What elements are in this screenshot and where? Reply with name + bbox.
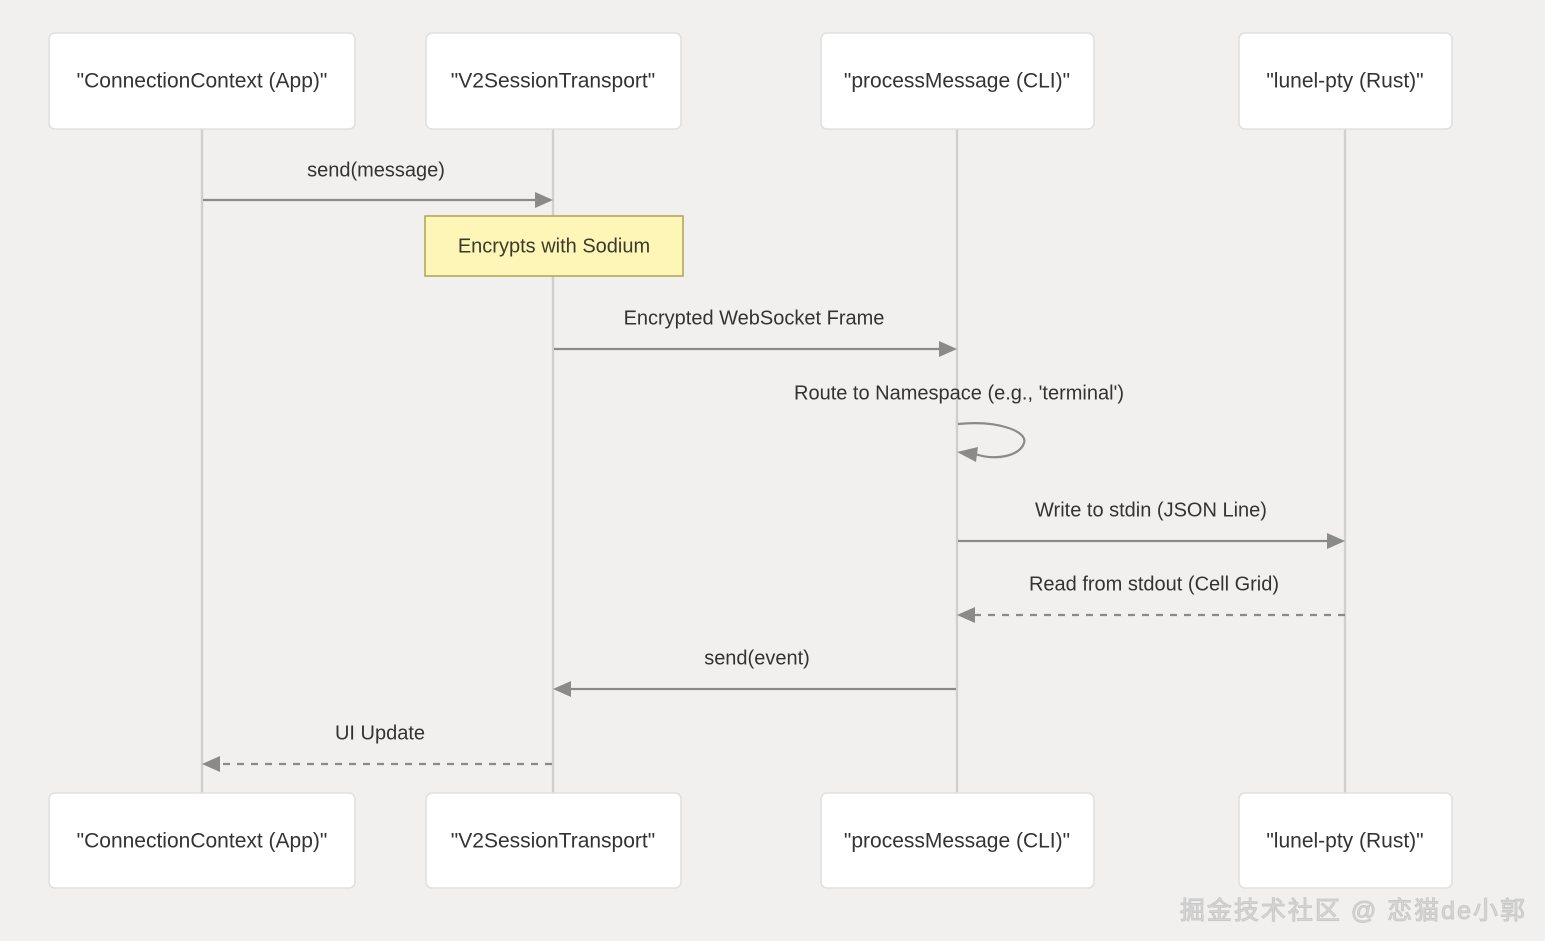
participant-box[interactable] (425, 32, 682, 130)
note-box (424, 215, 684, 277)
participant-label-cli: "processMessage (CLI)" (844, 70, 1070, 93)
note-label: Encrypts with Sodium (458, 235, 650, 257)
participant-box[interactable] (1238, 32, 1453, 130)
participant-label-pty: "lunel-pty (Rust)" (1266, 830, 1423, 853)
participant-box[interactable] (48, 792, 356, 889)
message-label: Route to Namespace (e.g., 'terminal') (794, 382, 1124, 404)
participant-label-app: "ConnectionContext (App)" (77, 830, 328, 853)
participant-box[interactable] (425, 792, 682, 889)
participant-label-transport: "V2SessionTransport" (451, 70, 655, 93)
message-route-to-namespace[interactable]: Route to Namespace (e.g., 'terminal') (794, 382, 1124, 462)
participant-bottom-cli[interactable]: "processMessage (CLI)" (820, 792, 1095, 889)
arrow-head-left-icon (202, 756, 220, 772)
arrow-head-left-icon (957, 607, 975, 623)
participant-box[interactable] (1238, 792, 1453, 889)
watermark: 掘金技术社区 @ 恋猫de小郭 (1179, 897, 1527, 926)
note-encrypts-with-sodium: Encrypts with Sodium (424, 215, 684, 277)
message-ui-update[interactable]: UI Update (202, 722, 552, 772)
message-label: send(event) (704, 647, 810, 669)
participant-top-app[interactable]: "ConnectionContext (App)" (48, 32, 356, 130)
message-read-from-stdout[interactable]: Read from stdout (Cell Grid) (957, 573, 1345, 623)
participant-box[interactable] (820, 32, 1095, 130)
message-label: Read from stdout (Cell Grid) (1029, 573, 1279, 595)
participant-label-app: "ConnectionContext (App)" (77, 70, 328, 93)
participant-bottom-transport[interactable]: "V2SessionTransport" (425, 792, 682, 889)
lifelines (200, 128, 1347, 793)
message-label: send(message) (307, 159, 445, 181)
participant-bottom-pty[interactable]: "lunel-pty (Rust)" (1238, 792, 1453, 889)
message-send-message[interactable]: send(message) (203, 159, 553, 208)
participant-top-cli[interactable]: "processMessage (CLI)" (820, 32, 1095, 130)
participant-box[interactable] (820, 792, 1095, 889)
message-label: Write to stdin (JSON Line) (1035, 499, 1267, 521)
arrow-head-right-icon (1327, 533, 1345, 549)
message-write-to-stdin[interactable]: Write to stdin (JSON Line) (958, 499, 1345, 549)
participant-top-pty[interactable]: "lunel-pty (Rust)" (1238, 32, 1453, 130)
participant-bottom-app[interactable]: "ConnectionContext (App)" (48, 792, 356, 889)
message-encrypted-websocket-frame[interactable]: Encrypted WebSocket Frame (554, 307, 957, 357)
arrow-head-left-icon (957, 447, 978, 462)
message-self-loop-line (957, 422, 1026, 459)
arrow-head-right-icon (939, 341, 957, 357)
participant-label-transport: "V2SessionTransport" (451, 830, 655, 853)
participant-label-cli: "processMessage (CLI)" (844, 830, 1070, 853)
participant-label-pty: "lunel-pty (Rust)" (1266, 70, 1423, 93)
participant-box[interactable] (48, 32, 356, 130)
participant-top-transport[interactable]: "V2SessionTransport" (425, 32, 682, 130)
arrow-head-right-icon (535, 192, 553, 208)
message-label: Encrypted WebSocket Frame (624, 307, 885, 329)
message-label: UI Update (335, 722, 425, 744)
message-send-event[interactable]: send(event) (553, 647, 956, 697)
arrow-head-left-icon (553, 681, 571, 697)
